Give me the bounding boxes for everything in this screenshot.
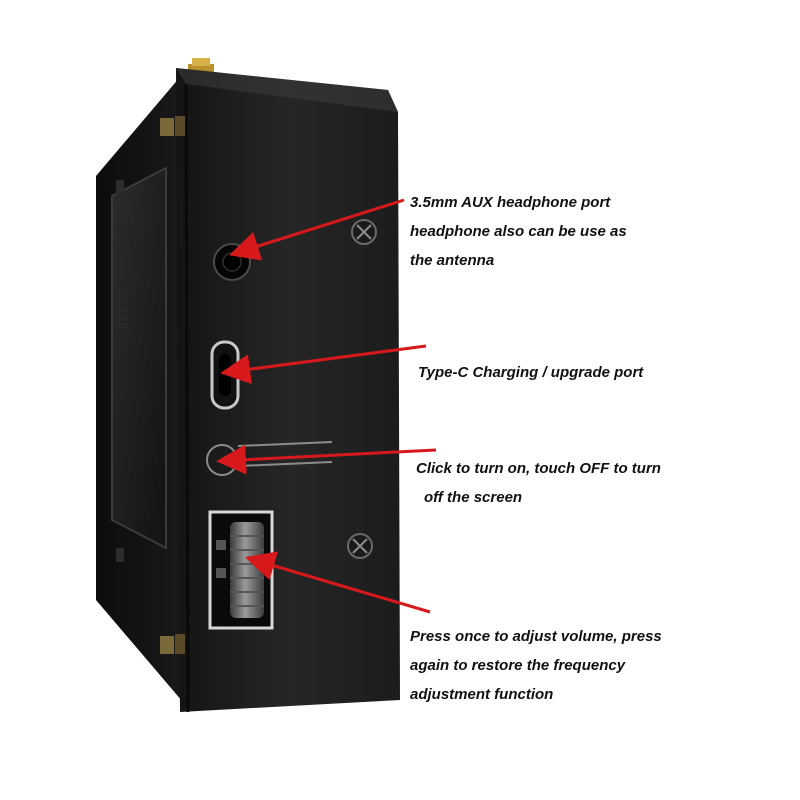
callout-line: Type-C Charging / upgrade port xyxy=(418,364,644,381)
callout-line: headphone also can be use as xyxy=(410,223,627,240)
callout-aux-port: 3.5mm AUX headphone port headphone also … xyxy=(410,188,627,275)
arrow-wheel xyxy=(244,551,431,614)
headphone-jack-icon xyxy=(213,243,251,281)
callout-power-button: Click to turn on, touch OFF to turn off … xyxy=(416,454,661,512)
svg-text:▯ ▯ ▯ ▯ ▯: ▯ ▯ ▯ ▯ ▯ xyxy=(117,290,128,329)
side-button-bottom xyxy=(116,548,124,562)
callout-line: again to restore the frequency xyxy=(410,657,626,674)
callout-line: 3.5mm AUX headphone port xyxy=(410,194,611,211)
callout-arrows xyxy=(216,198,437,614)
usb-c-port-icon xyxy=(210,340,240,410)
arrow-typec xyxy=(220,344,427,385)
side-button-top xyxy=(116,180,124,194)
callout-line: Press once to adjust volume, press xyxy=(410,628,662,645)
device-screen xyxy=(111,166,167,550)
callout-thumb-wheel: Press once to adjust volume, press again… xyxy=(410,622,662,709)
callout-line: off the screen xyxy=(424,489,523,506)
callout-line: adjustment function xyxy=(410,686,554,703)
callout-line: the antenna xyxy=(410,252,495,269)
callout-line: Click to turn on, touch OFF to turn xyxy=(416,460,661,477)
arrow-aux xyxy=(229,198,405,261)
panel-screw-icon xyxy=(347,219,377,559)
corner-screw-icon xyxy=(160,116,185,654)
device-front-face: ▯ ▯ ▯ ▯ ▯ xyxy=(96,70,188,708)
arrow-power xyxy=(216,444,437,475)
callout-typec-port: Type-C Charging / upgrade port xyxy=(418,358,643,387)
thumb-wheel-icon xyxy=(208,510,274,630)
